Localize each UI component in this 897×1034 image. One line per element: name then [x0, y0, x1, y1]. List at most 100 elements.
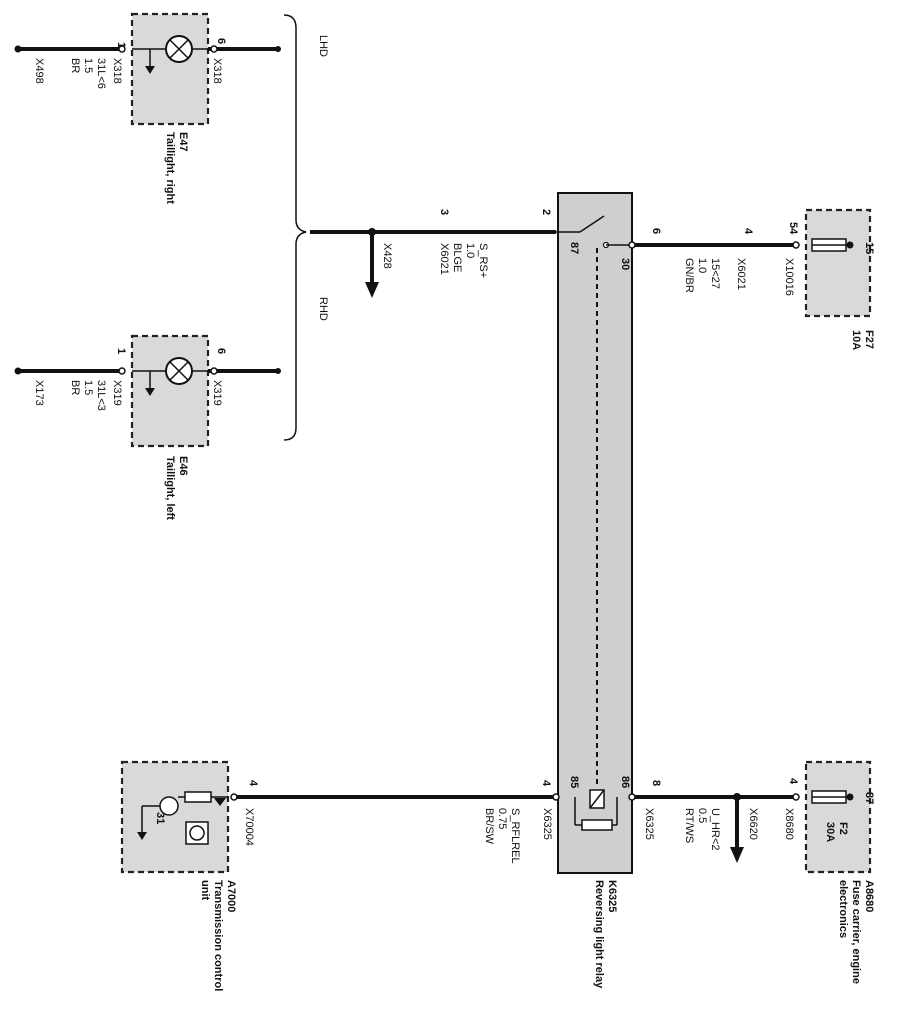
carrier-name-2: electronics [837, 880, 849, 938]
splice-label: X428 [381, 243, 393, 269]
internal-ground-arrow [145, 66, 155, 74]
wire-uhr: X6620 U_HR<2 0.5 RT/WS [628, 793, 800, 863]
connector-label: X70004 [243, 808, 255, 846]
relay-body [557, 192, 633, 874]
component-name: Reversing light relay [593, 880, 605, 989]
ground-point-label: X173 [33, 380, 45, 406]
ground-wire-size: 1.5 [82, 380, 94, 395]
pin-label: 3 [438, 209, 450, 215]
taillight-left-box [130, 334, 210, 448]
pin-marker [210, 367, 218, 375]
ground-point-label: X498 [33, 58, 45, 84]
pin-label: 8 [650, 780, 662, 786]
pin-label: 6 [650, 228, 662, 234]
wire-size: 0.75 [496, 808, 508, 829]
pin-label: 2 [540, 209, 552, 215]
wire-feed: 4 X6021 15<27 1.0 GN/BR [628, 228, 800, 293]
connector-label: X318 [111, 58, 123, 84]
ground-wire-size: 1.5 [82, 58, 94, 73]
connector-label: X318 [211, 58, 223, 84]
pin-label: 6 [215, 348, 227, 354]
tcu-box [120, 760, 230, 874]
wire-size: 0.5 [696, 808, 708, 823]
component-name: Taillight, left [164, 456, 176, 520]
pin-label: 86 [619, 776, 631, 788]
connector-label: X319 [111, 380, 123, 406]
pin-marker [210, 45, 218, 53]
connector-label: X6021 [438, 243, 450, 275]
connector-label: X8680 [783, 808, 795, 840]
splice-arrow [365, 282, 379, 298]
fuse-id: F27 [863, 330, 875, 349]
rhd-label: RHD [317, 297, 329, 321]
ground-wire-name: 31L<6 [95, 58, 107, 89]
fuse-terminal-dot [846, 793, 854, 801]
wire-color: RT/WS [683, 808, 695, 843]
pin-label: 1 [115, 348, 127, 354]
tcu-group: 4 X70004 31 A7000 Transmission control u… [120, 760, 259, 991]
taillight-right-box [130, 12, 210, 126]
wire-color: BR/SW [483, 808, 495, 845]
component-name-2: unit [199, 880, 211, 900]
component-id: E47 [177, 132, 189, 152]
terminal-dot [275, 368, 281, 374]
component-name-1: Transmission control [212, 880, 224, 991]
pin-marker [792, 793, 800, 801]
tcu-output-arrow [214, 798, 226, 806]
connector-label: X6325 [541, 808, 553, 840]
fuse-id: F2 [837, 822, 849, 835]
carrier-id: A8680 [863, 880, 875, 912]
component-name: Taillight, right [164, 132, 176, 204]
pin-label: 85 [568, 776, 580, 788]
pin-label: 4 [247, 780, 259, 787]
wire-name: U_HR<2 [709, 808, 721, 851]
splice-label: X6620 [747, 808, 759, 840]
pin-label: 30 [619, 258, 631, 270]
pin-marker [230, 793, 238, 801]
wire-color: BLGE [451, 243, 463, 272]
pin-label: 15 [863, 242, 875, 254]
pin-marker [118, 367, 126, 375]
switch-arm [579, 215, 605, 233]
carrier-name-1: Fuse carrier, engine [850, 880, 862, 984]
tcu-ground-arrow [137, 832, 147, 840]
tcu-resistor-icon [184, 791, 212, 803]
pin-label: 87 [568, 242, 580, 254]
wire-name: 15<27 [709, 258, 721, 289]
component-id: A7000 [225, 880, 237, 912]
tcu-sensor-circle [189, 825, 205, 841]
pin-label: 4 [540, 780, 552, 787]
pin-marker [792, 241, 800, 249]
lhd-label: LHD [317, 35, 329, 57]
ground-wire-color: BR [69, 58, 81, 73]
fuse-carrier-box [804, 208, 872, 318]
terminal-dot [275, 46, 281, 52]
fuse-carrier-box [804, 760, 872, 874]
pin-marker [628, 793, 636, 801]
taillight-right-group: 1 6 X318 X318 31L<6 1.5 BR X498 E47 Tail… [14, 12, 281, 204]
ground-pin-label: 31 [154, 812, 166, 824]
connector-label: X319 [211, 380, 223, 406]
wire-name: S_RFLREL [509, 808, 521, 864]
component-id: K6325 [606, 880, 618, 912]
tcu-sensor-icon [185, 821, 209, 845]
wire-control: S_RFLREL 0.75 BR/SW [230, 793, 560, 864]
pin-label: 6 [215, 38, 227, 44]
component-id: E46 [177, 456, 189, 476]
wire-name: S_RS+ [477, 243, 489, 278]
taillight-left-group: 1 6 X319 X319 31L<3 1.5 BR X173 E46 Tail… [14, 334, 281, 520]
fuse-rating: 10A [850, 330, 862, 350]
pin-marker [118, 45, 126, 53]
splice-arrow [730, 847, 744, 863]
wire-size: 1.0 [464, 243, 476, 258]
ground-wire-color: BR [69, 380, 81, 395]
connector-label: X6325 [643, 808, 655, 840]
relay-resistor-icon [581, 819, 613, 831]
ground-wire-name: 31L<3 [95, 380, 107, 411]
fuse-rating: 30A [824, 822, 836, 842]
internal-ground-arrow [145, 388, 155, 396]
relay-k6325: 2 87 30 6 85 86 4 8 X6325 X6325 K6325 Re… [540, 192, 662, 989]
connector-label: X10016 [783, 258, 795, 296]
pin-label: 1 [115, 42, 127, 48]
